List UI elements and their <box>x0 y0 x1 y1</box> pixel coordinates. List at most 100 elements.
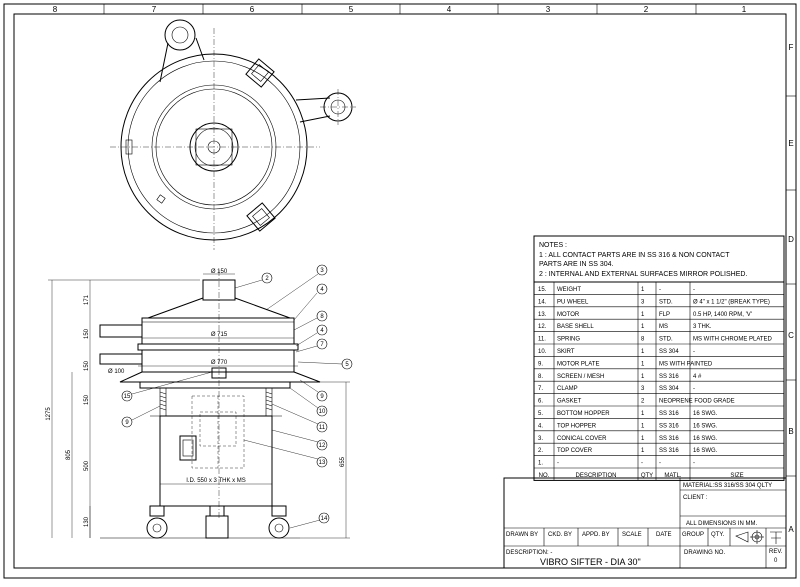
zone-col-4: 4 <box>447 5 452 14</box>
balloon-4b: 4 <box>320 328 324 334</box>
bom-description: GASKET <box>557 399 582 405</box>
bom-size: - <box>693 349 695 355</box>
bom-description: PU WHEEL <box>557 299 589 305</box>
bom-size: 16 SWG. <box>693 448 718 454</box>
rev-label: REV. <box>769 549 783 555</box>
bom-header-2: QTY <box>641 473 653 479</box>
bom-qty: 1 <box>641 436 645 442</box>
bom-no: 4. <box>538 423 543 429</box>
balloon-9: 9 <box>320 394 324 400</box>
bom-qty: 3 <box>641 299 645 305</box>
bom-no: 1. <box>538 461 543 467</box>
bom-material: SS 316 <box>659 411 679 417</box>
bom-description: TOP HOPPER <box>557 423 597 429</box>
bom-description: BOTTOM HOPPER <box>557 411 610 417</box>
bom-material: SS 316 <box>659 423 679 429</box>
dim-spring-section: 150 <box>84 394 90 405</box>
zone-col-8: 8 <box>53 5 58 14</box>
bom-size: 4 # <box>693 374 702 380</box>
material-label: MATERIAL:SS 316/SS 304 QLTY <box>683 483 772 489</box>
zone-rows: F E D C B A <box>786 43 796 534</box>
bom-description: MOTOR <box>557 312 580 318</box>
projection-symbol-icon <box>735 530 764 544</box>
dim-middle-section: 150 <box>84 360 90 371</box>
balloon-13: 13 <box>319 460 326 466</box>
balloon-2: 2 <box>265 276 269 282</box>
dim-top-section: 171 <box>84 294 90 305</box>
bom-material: STD. <box>659 299 673 305</box>
bom-material: SS 316 <box>659 436 679 442</box>
dim-upper-section: 150 <box>84 328 90 339</box>
dim-sieve-dia: Ø 715 <box>211 332 228 338</box>
bom-description: SCREEN / MESH <box>557 374 604 380</box>
zone-row-e: E <box>788 139 793 148</box>
zone-col-2: 2 <box>644 5 649 14</box>
bom-header-3: MATL. <box>664 473 682 479</box>
bom-no: 6. <box>538 399 543 405</box>
notes-title: NOTES : <box>539 242 567 249</box>
balloon-4: 4 <box>320 287 324 293</box>
dim-motor-base-height: 500 <box>84 460 90 471</box>
bom-no: 14. <box>538 299 547 305</box>
notes-line-3: 2 : INTERNAL AND EXTERNAL SURFACES MIRRO… <box>539 271 747 278</box>
bom-size: 3 THK. <box>693 324 712 330</box>
bom-qty: 1 <box>641 287 645 293</box>
bom-qty: 2 <box>641 399 645 405</box>
appd-by-label: APPD. BY <box>582 532 610 538</box>
bom-material: SS 316 <box>659 448 679 454</box>
bom-description: BASE SHELL <box>557 324 594 330</box>
bom-material: SS 304 <box>659 349 679 355</box>
group-label: GROUP <box>682 532 704 538</box>
dim-base-height: 805 <box>66 449 72 460</box>
zone-row-c: C <box>788 331 794 340</box>
bom-material: MS <box>659 324 668 330</box>
bom-qty: 1 <box>641 374 645 380</box>
dimension-annotations: Ø 150 Ø 715 Ø 770 Ø 100 I.D. 550 x 3 THK… <box>46 269 350 539</box>
title-block: MATERIAL:SS 316/SS 304 QLTY CLIENT : ALL… <box>503 477 787 569</box>
bom-description: SPRING <box>557 337 580 343</box>
bom-description: TOP COVER <box>557 448 593 454</box>
dim-motor-plate: I.D. 550 x 3 THK x MS <box>186 478 246 484</box>
bom-size: 0.5 HP, 1400 RPM, 'V' <box>693 312 752 318</box>
bom-size: - <box>693 386 695 392</box>
rev-value: 0 <box>774 558 778 564</box>
balloon-5: 5 <box>345 362 349 368</box>
dim-overall-height: 1275 <box>46 407 52 421</box>
bom-qty: 1 <box>641 349 645 355</box>
sheet-inner-border <box>13 13 787 569</box>
dim-side-outlet: Ø 100 <box>108 369 125 375</box>
bom-no: 9. <box>538 361 543 367</box>
weld-symbol-icon <box>770 531 782 544</box>
bom-qty: 1 <box>641 448 645 454</box>
wheel-right <box>268 505 290 539</box>
zone-col-1: 1 <box>742 5 747 14</box>
dim-top-outlet: Ø 150 <box>211 269 228 275</box>
plan-view <box>110 19 356 250</box>
bom-material: STD. <box>659 337 673 343</box>
date-label: DATE <box>656 532 672 538</box>
bom-size: 16 SWG. <box>693 411 718 417</box>
bom-description: CONICAL COVER <box>557 436 607 442</box>
elevation-view <box>99 270 321 539</box>
bom-header-4: SIZE <box>730 473 743 479</box>
bom-qty: 1 <box>641 423 645 429</box>
scale-label: SCALE <box>622 532 642 538</box>
notes-block: NOTES : 1 : ALL CONTACT PARTS ARE IN SS … <box>533 235 785 283</box>
bom-size: Ø 4" x 1 1/2" (BREAK TYPE) <box>693 299 770 305</box>
bom-material: SS 316 <box>659 374 679 380</box>
bom-material: MS WITH PAINTED <box>659 361 713 367</box>
bom-qty: 3 <box>641 386 645 392</box>
bom-row: 8. SCREEN / MESH 1 SS 316 4 # <box>538 374 702 380</box>
balloon-8: 8 <box>320 314 324 320</box>
bom-no: 13. <box>538 312 547 318</box>
description-label: DESCRIPTION: - <box>506 550 552 556</box>
bom-no: 8. <box>538 374 543 380</box>
